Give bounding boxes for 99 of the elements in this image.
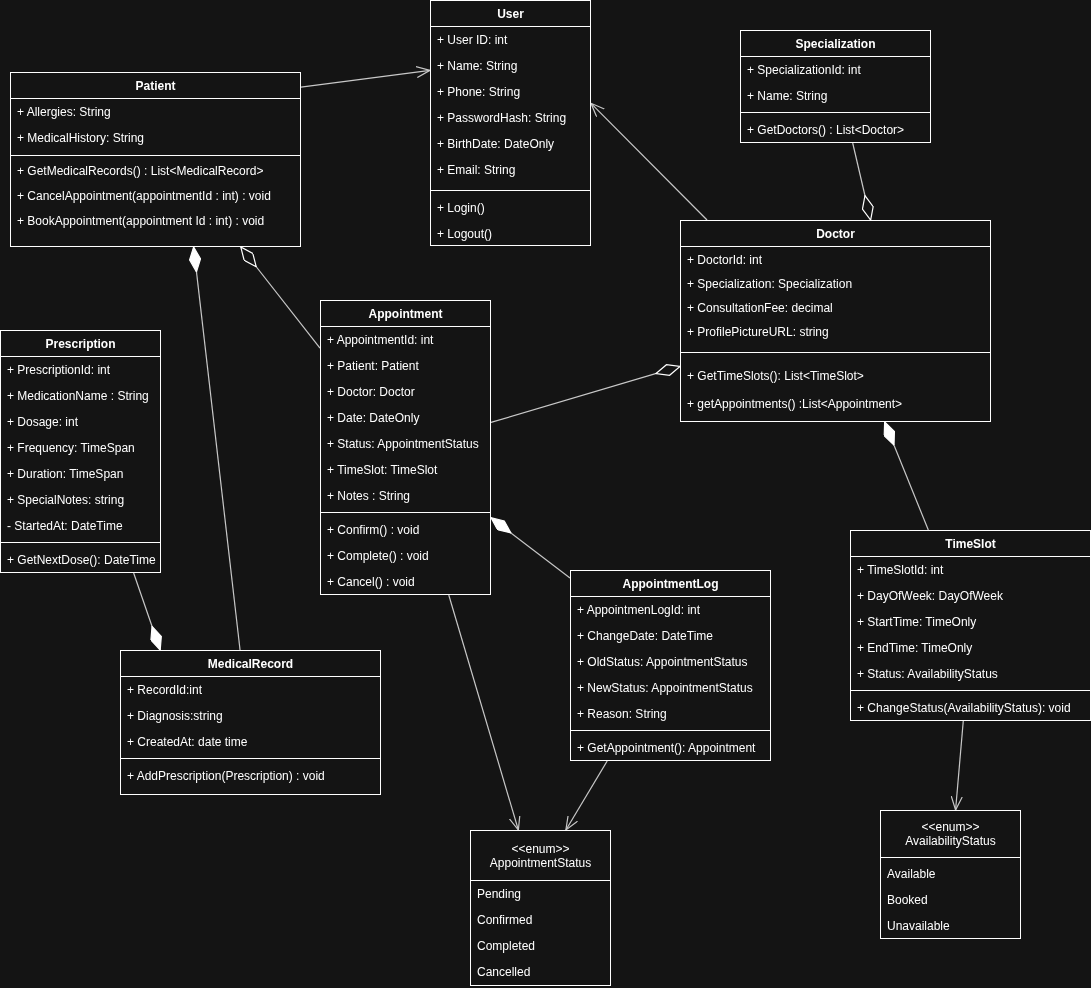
enum-value: Completed: [477, 939, 536, 953]
association-arrow: [448, 594, 521, 831]
method-text: + GetTimeSlots(): List<TimeSlot>: [687, 369, 864, 383]
attribute-text: + MedicalHistory: String: [17, 131, 145, 145]
composition-line: [883, 421, 929, 531]
class-name: User: [497, 6, 524, 21]
attribute-text: + DoctorId: int: [687, 253, 763, 267]
attribute-text: + Name: String: [747, 89, 828, 103]
enum-value: Unavailable: [887, 919, 950, 933]
method-text: + AddPrescription(Prescription) : void: [127, 769, 325, 783]
method-text: + getAppointments() :List<Appointment>: [687, 397, 903, 411]
attribute-text: + MedicationName : String: [7, 389, 149, 403]
enum-box: [470, 830, 611, 986]
method-text: + ChangeStatus(AvailabilityStatus): void: [857, 701, 1071, 715]
aggregation-line: [852, 142, 874, 221]
enum-box: [880, 810, 1021, 939]
attribute-text: + TimeSlot: TimeSlot: [327, 463, 438, 477]
attribute-text: + Email: String: [437, 163, 516, 177]
attribute-text: + NewStatus: AppointmentStatus: [577, 681, 753, 695]
class-box: [740, 30, 931, 143]
attribute-text: + SpecializationId: int: [747, 63, 861, 77]
attribute-text: + PrescriptionId: int: [7, 363, 111, 377]
method-text: + CancelAppointment(appointmentId : int) : void: [17, 189, 271, 203]
class-box: [0, 330, 161, 573]
enum-value: Cancelled: [477, 965, 531, 979]
attribute-text: + Frequency: TimeSpan: [7, 441, 135, 455]
attribute-text: + Specialization: Specialization: [687, 277, 853, 291]
attribute-text: + Patient: Patient: [327, 359, 419, 373]
association-arrow: [590, 102, 708, 221]
attribute-text: + CreatedAt: date time: [127, 735, 248, 749]
method-text: + GetDoctors() : List<Doctor>: [747, 123, 905, 137]
attribute-text: + BirthDate: DateOnly: [437, 137, 555, 151]
attribute-text: + Status: AvailabilityStatus: [857, 667, 998, 681]
attribute-text: + ConsultationFee: decimal: [687, 301, 833, 315]
class-name: Prescription: [45, 336, 116, 351]
attribute-text: - StartedAt: DateTime: [7, 519, 123, 533]
class-name: Specialization: [795, 36, 876, 51]
attribute-text: + PasswordHash: String: [437, 111, 567, 125]
attribute-text: + Duration: TimeSpan: [7, 467, 124, 481]
association-arrow: [950, 720, 964, 811]
attribute-text: + AppointmentId: int: [327, 333, 434, 347]
aggregation-line: [490, 364, 681, 424]
class-box: [10, 72, 301, 247]
attribute-text: + AppointmenLogId: int: [577, 603, 701, 617]
method-text: + GetAppointment(): Appointment: [577, 741, 756, 755]
class-box: [120, 650, 381, 795]
composition-line: [133, 572, 162, 651]
attribute-text: + Allergies: String: [17, 105, 111, 119]
attribute-text: + StartTime: TimeOnly: [857, 615, 977, 629]
class-box: [430, 0, 591, 246]
enum-value: Booked: [887, 893, 928, 907]
attribute-text: + DayOfWeek: DayOfWeek: [857, 589, 1003, 603]
method-text: + BookAppointment(appointment Id : int) : void: [17, 214, 265, 228]
stereotype-label: <<enum>>: [921, 820, 980, 834]
method-text: + Complete() : void: [327, 549, 429, 563]
class-box: [680, 220, 991, 422]
attribute-text: + Status: AppointmentStatus: [327, 437, 479, 451]
attribute-text: + Name: String: [437, 59, 518, 73]
composition-line: [189, 246, 241, 651]
attribute-text: + TimeSlotId: int: [857, 563, 944, 577]
aggregation-line: [240, 246, 321, 349]
class-box: [570, 570, 771, 761]
enum-value: Available: [887, 867, 936, 881]
attribute-text: + ChangeDate: DateTime: [577, 629, 713, 643]
attribute-text: + Notes : String: [327, 489, 411, 503]
attribute-text: + EndTime: TimeOnly: [857, 641, 973, 655]
method-text: + Logout(): [437, 227, 493, 241]
class-name: MedicalRecord: [207, 656, 294, 671]
enum-value: Pending: [477, 887, 522, 901]
attribute-text: + SpecialNotes: string: [7, 493, 125, 507]
class-name: Doctor: [816, 226, 855, 241]
attribute-text: + ProfilePictureURL: string: [687, 325, 829, 339]
class-name: Appointment: [368, 306, 443, 321]
enum-value: Confirmed: [477, 913, 533, 927]
attribute-text: + Date: DateOnly: [327, 411, 420, 425]
attribute-text: + OldStatus: AppointmentStatus: [577, 655, 748, 669]
attribute-text: + Dosage: int: [7, 415, 79, 429]
attribute-text: + User ID: int: [437, 33, 508, 47]
method-text: + GetMedicalRecords() : List<MedicalRecord>: [17, 164, 264, 178]
attribute-text: + Phone: String: [437, 85, 521, 99]
class-box: [850, 530, 1091, 721]
association-arrow: [565, 760, 608, 831]
stereotype-label: <<enum>>: [511, 841, 570, 856]
attribute-text: + RecordId:int: [127, 683, 203, 697]
enum-name: AvailabilityStatus: [905, 834, 996, 848]
method-text: + Cancel() : void: [327, 575, 415, 589]
class-name: AppointmentLog: [622, 576, 719, 591]
class-box: [320, 300, 491, 595]
attribute-text: + Doctor: Doctor: [327, 385, 415, 399]
attribute-text: + Diagnosis:string: [127, 709, 223, 723]
method-text: + Confirm() : void: [327, 523, 420, 537]
enum-name: AppointmentStatus: [489, 855, 592, 870]
method-text: + Login(): [437, 201, 485, 215]
attribute-text: + Reason: String: [577, 707, 667, 721]
class-name: TimeSlot: [945, 536, 996, 551]
method-text: + GetNextDose(): DateTime: [7, 553, 156, 567]
class-name: Patient: [135, 78, 176, 93]
composition-line: [490, 517, 571, 579]
association-arrow: [300, 66, 431, 88]
